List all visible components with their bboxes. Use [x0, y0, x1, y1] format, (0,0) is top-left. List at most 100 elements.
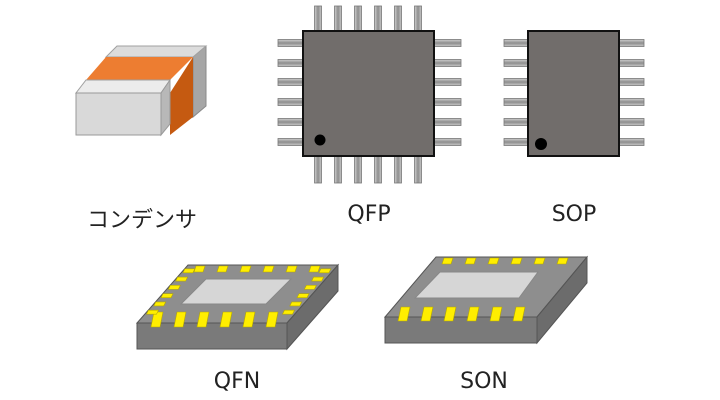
qfn-pad	[193, 265, 206, 273]
qfp-pin	[314, 5, 322, 32]
son-pad	[510, 257, 523, 265]
qfn-pad	[262, 265, 275, 273]
son-label: SON	[460, 369, 508, 394]
qfn-pad	[167, 285, 181, 290]
qfp-pin	[394, 5, 402, 32]
qfn-pad	[182, 268, 196, 274]
sop-body	[527, 30, 620, 157]
qfn-pad	[281, 309, 295, 315]
qfp-pin	[277, 39, 304, 47]
qfp-pin	[277, 118, 304, 126]
qfp-pin	[414, 155, 422, 184]
qfn-pad	[265, 311, 279, 328]
qfn-pad	[296, 293, 310, 298]
sop-pin	[503, 118, 529, 126]
qfn-pad	[285, 265, 298, 273]
qfp-pin	[433, 138, 462, 146]
sop-label: SOP	[551, 202, 597, 227]
qfn-pad	[216, 265, 229, 273]
qfp-pin1-marker	[314, 134, 326, 146]
qfp-label: QFP	[347, 202, 391, 227]
qfp-pin	[433, 39, 462, 47]
capacitor-back-electrode-top	[104, 45, 208, 58]
son-pads	[397, 257, 569, 322]
son-pad	[443, 306, 457, 322]
qfp-pin	[277, 59, 304, 67]
son-pad	[397, 306, 411, 322]
qfn-package	[135, 263, 340, 351]
son-pad	[533, 257, 546, 265]
qfp-pin	[394, 155, 402, 184]
qfp-pin	[354, 155, 362, 184]
qfn-die-pad	[179, 278, 293, 305]
sop-pin	[618, 39, 645, 47]
qfn-pad	[196, 311, 210, 328]
qfp-pin	[354, 5, 362, 32]
son-pad	[512, 306, 526, 322]
qfp-pin	[334, 155, 342, 184]
qfn-pad	[153, 301, 167, 307]
sop-pin	[503, 59, 529, 67]
capacitor-orange-side	[170, 57, 193, 135]
son-pad	[441, 257, 454, 265]
qfp-pin	[433, 59, 462, 67]
qfn-pad	[219, 311, 233, 328]
qfp-pin	[433, 118, 462, 126]
son-die-pad	[413, 271, 539, 299]
son-pad	[487, 257, 500, 265]
sop-pin	[618, 138, 645, 146]
sop-pin	[503, 98, 529, 106]
qfp-pin	[433, 78, 462, 86]
son-pad	[489, 306, 503, 322]
qfn-label: QFN	[213, 369, 261, 394]
qfp-pin	[374, 5, 382, 32]
qfp-pin	[374, 155, 382, 184]
son-package	[383, 255, 589, 345]
sop-pin	[618, 59, 645, 67]
capacitor-orange-top	[86, 57, 193, 80]
qfn-pad	[173, 311, 187, 328]
qfn-pad	[318, 268, 332, 274]
capacitor-front-electrode-face	[75, 92, 162, 136]
qfp-pin	[414, 5, 422, 32]
sop-pin	[503, 78, 529, 86]
sop-pin	[618, 98, 645, 106]
capacitor-front-electrode-top	[74, 79, 171, 94]
qfn-pad	[289, 301, 303, 307]
qfn-side-face	[286, 263, 339, 351]
qfn-pad	[311, 276, 325, 282]
son-pad	[420, 306, 434, 322]
sop-pin1-marker	[535, 138, 547, 150]
qfp-pin	[277, 78, 304, 86]
qfn-pad	[239, 265, 252, 273]
qfn-pad	[308, 265, 321, 273]
son-pad	[464, 257, 477, 265]
capacitor-chip	[74, 45, 208, 137]
sop-pin	[618, 118, 645, 126]
qfp-pin	[277, 138, 304, 146]
qfp-pin	[433, 98, 462, 106]
sop-pin	[503, 39, 529, 47]
son-pad	[466, 306, 480, 322]
sop-pin	[618, 78, 645, 86]
qfn-pad	[160, 293, 174, 298]
qfn-pad	[150, 311, 164, 328]
capacitor-right-electrode-side	[192, 45, 207, 119]
qfn-pad	[175, 276, 189, 282]
son-side-face	[536, 255, 588, 345]
qfp-pin	[277, 98, 304, 106]
capacitor-label: コンデンサ	[86, 208, 198, 233]
son-pad	[556, 257, 569, 265]
qfn-pad	[303, 285, 317, 290]
sop-package	[503, 30, 645, 157]
qfn-pads	[145, 265, 332, 328]
qfn-pad	[145, 309, 159, 315]
qfp-pin	[314, 155, 322, 184]
sop-pin	[503, 138, 529, 146]
qfp-body	[302, 30, 435, 157]
qfp-pin	[334, 5, 342, 32]
qfp-package	[277, 5, 462, 184]
qfn-pad	[242, 311, 256, 328]
